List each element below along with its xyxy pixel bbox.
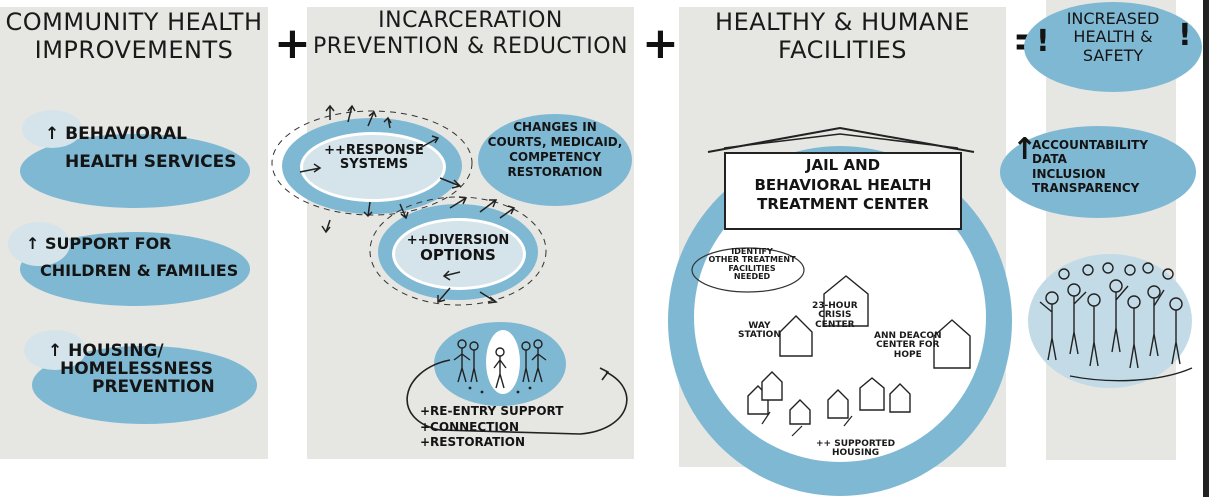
supported-housing-label: ++ SUPPORTED HOUSING xyxy=(816,439,896,459)
changes-ellipse xyxy=(478,114,632,206)
crowd-circle xyxy=(1028,254,1192,388)
way-station-label: WAY STATION xyxy=(738,321,781,341)
accountability-ellipse xyxy=(1000,126,1196,218)
response-arrows xyxy=(299,104,516,304)
page-edge xyxy=(1203,0,1209,497)
houses-icon xyxy=(747,275,971,437)
diversion-inner xyxy=(392,218,526,290)
identify-label: IDENTIFY OTHER TREATMENT FACILITIES NEED… xyxy=(708,247,796,282)
accountability-arrow: ↑ xyxy=(1012,132,1038,167)
reentry-label: +RE-ENTRY SUPPORT +CONNECTION +RESTORATI… xyxy=(420,404,564,450)
jail-label: JAIL and BEHAVIORAL HEALTH TREATMENT CEN… xyxy=(754,156,932,213)
increased-ellipse xyxy=(1024,2,1202,92)
title-community: COMMUNITY HEALTH IMPROVEMENTS xyxy=(5,8,263,64)
reentry-loop-arrow xyxy=(406,359,628,435)
support-label: ↑ SUPPORT for CHILDREN & FAMILIES xyxy=(26,234,239,280)
identify-outline xyxy=(691,247,805,293)
changes-label: CHANGES IN COURTS, MEDICAID, COMPETENCY … xyxy=(487,120,623,179)
diversion-label: ++DIVERSION OPTIONS xyxy=(406,233,510,264)
title-incarceration: INCARCERATION PREVENTION & REDUCTION xyxy=(313,8,628,59)
increased-bang-left: ! xyxy=(1036,24,1050,59)
crowd-icon xyxy=(1039,262,1193,382)
behavioral-accent xyxy=(22,110,82,148)
behavioral-label: ↑ BEHAVIORAL HEALTH SERVICES xyxy=(45,124,237,172)
support-accent xyxy=(8,222,70,266)
roof-icon xyxy=(707,126,975,153)
response-label: ++RESPONSE SYSTEMS xyxy=(324,143,424,172)
increased-label: INCREASED HEALTH & SAFETY xyxy=(1066,9,1160,65)
response-inner xyxy=(300,132,446,202)
diversion-dashed-ring xyxy=(369,196,547,306)
plus-operator-1: + xyxy=(274,18,311,69)
plus-operator-2: + xyxy=(642,18,679,69)
jail-building xyxy=(724,152,962,230)
ann-deacon-label: ANN DEACON CENTER for HOPE xyxy=(874,331,942,360)
housing-label: ↑ HOUSING/ HOMELESSNESS PREVENTION xyxy=(48,341,215,397)
housing-accent xyxy=(24,330,86,370)
title-facilities: HEALTHY & HUMANE FACILITIES xyxy=(715,8,970,64)
response-dashed-ring xyxy=(271,110,473,216)
accountability-list: ACCOUNTABILITY DATA INCLUSION TRANSPAREN… xyxy=(1032,138,1149,196)
crisis-center-label: 23-HOUR CRISIS CENTER xyxy=(812,301,858,330)
reentry-people-icon xyxy=(453,339,547,394)
increased-bang-right: ! xyxy=(1178,18,1192,53)
